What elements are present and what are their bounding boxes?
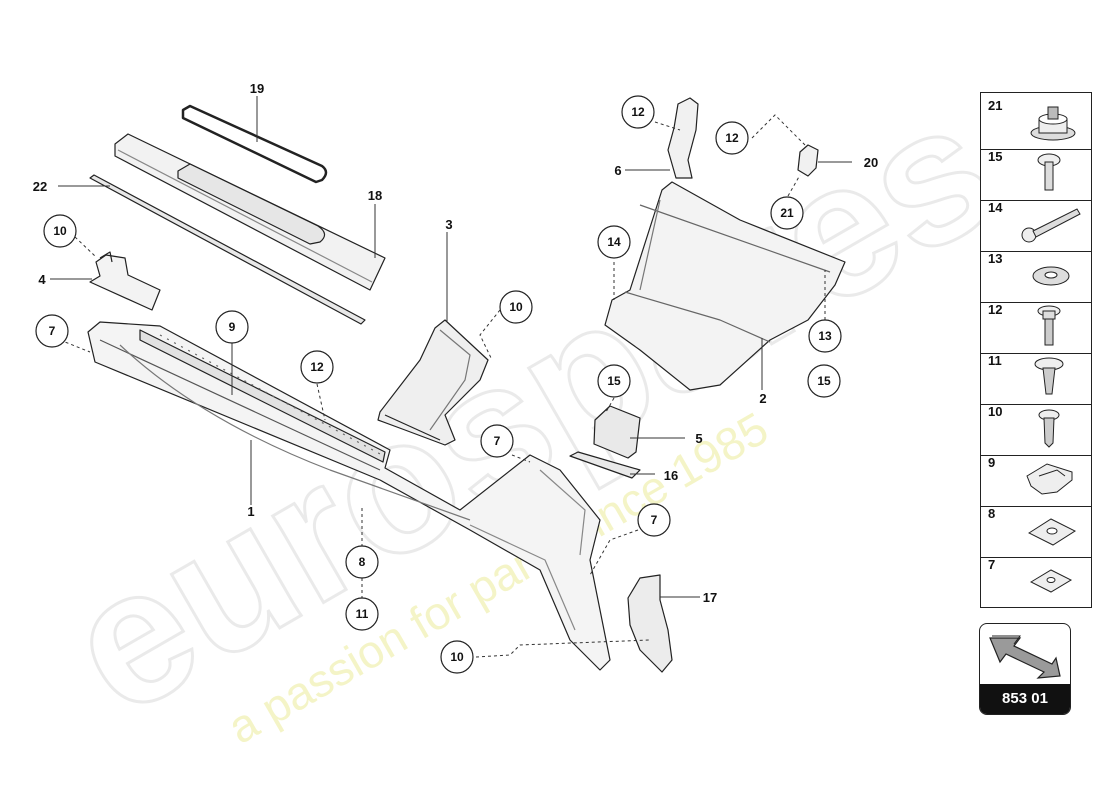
- svg-text:12: 12: [725, 131, 739, 145]
- callout-21: 21: [770, 196, 804, 230]
- callout-12: 12: [621, 95, 655, 129]
- callout-10: 10: [499, 290, 533, 324]
- diagram-reference-box: 853 01: [979, 623, 1071, 715]
- callout-2: 2: [759, 391, 766, 406]
- legend-item: 9: [981, 450, 1091, 507]
- part-3-air-duct: [377, 319, 489, 446]
- svg-text:7: 7: [494, 434, 501, 448]
- part-6-bracket: [667, 97, 699, 179]
- part-1-side-sill: [87, 321, 611, 671]
- speed-nut-icon: [1027, 518, 1077, 546]
- svg-text:10: 10: [450, 650, 464, 664]
- plastic-rivet-icon: [1038, 409, 1060, 448]
- svg-text:14: 14: [607, 235, 621, 249]
- callout-16: 16: [664, 468, 678, 483]
- direction-arrow-icon: [989, 635, 1061, 679]
- part-18-sill-cover: [114, 133, 386, 291]
- callout-19: 19: [250, 81, 264, 96]
- svg-text:13: 13: [818, 329, 832, 343]
- bump-stop-icon: [1030, 106, 1076, 141]
- parts-artwork: [87, 97, 846, 673]
- legend-item: 10: [981, 399, 1091, 456]
- part-22-rod-strip: [89, 174, 366, 325]
- part-20-bracket: [797, 144, 819, 177]
- callout-13: 13: [808, 319, 842, 353]
- callout-11: 11: [345, 597, 379, 631]
- svg-text:8: 8: [359, 555, 366, 569]
- legend-item: 11: [981, 348, 1091, 405]
- callout-4: 4: [38, 272, 46, 287]
- callout-10: 10: [43, 214, 77, 248]
- spring-nut-icon: [1029, 569, 1073, 593]
- parts-legend: 21 15 14 13 12: [980, 92, 1092, 608]
- legend-item: 21: [981, 93, 1091, 150]
- part-16-plate: [569, 451, 641, 479]
- callout-15: 15: [597, 364, 631, 398]
- callout-8: 8: [345, 545, 379, 579]
- svg-text:7: 7: [651, 513, 658, 527]
- svg-text:12: 12: [310, 360, 324, 374]
- callout-1: 1: [247, 504, 254, 519]
- legend-item: 13: [981, 246, 1091, 303]
- washer-icon: [1032, 266, 1070, 286]
- svg-text:9: 9: [229, 320, 236, 334]
- callout-22: 22: [33, 179, 47, 194]
- diagram-number: 853 01: [980, 684, 1070, 714]
- callout-14: 14: [597, 225, 631, 259]
- callout-9: 9: [215, 310, 249, 344]
- leader-lines: [50, 96, 852, 658]
- legend-item: 12: [981, 297, 1091, 354]
- svg-text:10: 10: [509, 300, 523, 314]
- callout-7: 7: [35, 314, 69, 348]
- callout-15: 15: [807, 364, 841, 398]
- round-head-bolt-icon: [1037, 153, 1061, 191]
- svg-text:11: 11: [356, 607, 369, 621]
- legend-item: 15: [981, 144, 1091, 201]
- legend-item: 8: [981, 501, 1091, 558]
- legend-item: 7: [981, 552, 1091, 609]
- svg-text:12: 12: [631, 105, 645, 119]
- callout-10: 10: [440, 640, 474, 674]
- svg-text:10: 10: [53, 224, 67, 238]
- svg-text:21: 21: [780, 206, 794, 220]
- callout-7: 7: [637, 503, 671, 537]
- part-19-seal-strip: [181, 104, 328, 184]
- callout-18: 18: [368, 188, 382, 203]
- part-2-duct-cover: [604, 181, 846, 391]
- part-4-bracket: [89, 251, 161, 311]
- callout-20: 20: [864, 155, 878, 170]
- svg-text:7: 7: [49, 324, 56, 338]
- long-bolt-icon: [1021, 208, 1081, 243]
- part-17-corner-trim: [627, 574, 673, 673]
- callout-6: 6: [614, 163, 621, 178]
- legend-item: 14: [981, 195, 1091, 252]
- flange-bolt-icon: [1037, 305, 1061, 346]
- callout-12: 12: [300, 350, 334, 384]
- clip-icon: [1026, 463, 1073, 495]
- callout-5: 5: [695, 431, 702, 446]
- expanding-rivet-icon: [1034, 357, 1064, 395]
- svg-text:15: 15: [817, 374, 831, 388]
- callout-12: 12: [715, 121, 749, 155]
- callout-7: 7: [480, 424, 514, 458]
- svg-text:15: 15: [607, 374, 621, 388]
- callout-17: 17: [703, 590, 717, 605]
- callout-3: 3: [445, 217, 452, 232]
